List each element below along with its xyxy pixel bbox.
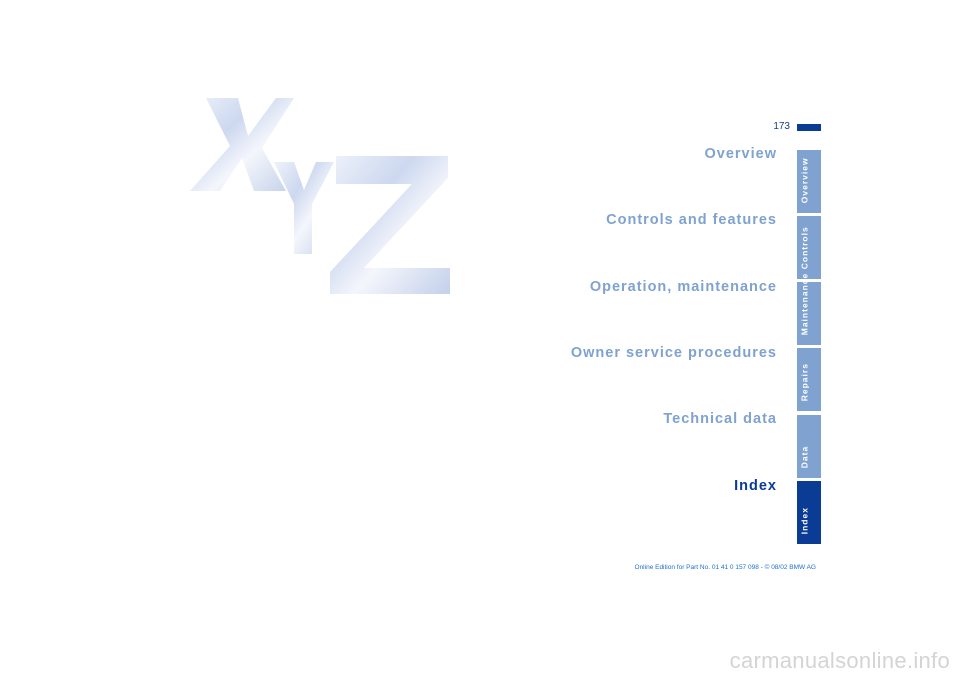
tab-maintenance-label: Maintenance [799, 272, 810, 335]
letter-x-shape [190, 98, 294, 191]
watermark-text: carmanualsonline.info [729, 648, 950, 673]
letter-z-shape [330, 156, 450, 294]
tab-data-label: Data [799, 445, 810, 468]
tab-controls[interactable]: Controls [797, 216, 821, 279]
section-link-maintenance[interactable]: Operation, maintenance [589, 279, 777, 295]
tab-overview[interactable]: Overview [797, 150, 821, 213]
xyz-letters-graphic [190, 98, 450, 294]
tab-repairs-label: Repairs [799, 362, 810, 401]
tab-index-label: Index [799, 506, 810, 534]
section-link-technical-data[interactable]: Technical data [663, 411, 777, 427]
page-number: 173 [773, 121, 790, 132]
edition-footer: Online Edition for Part No. 01 41 0 157 … [634, 564, 816, 571]
letter-y-shape [274, 162, 334, 254]
section-link-index[interactable]: Index [734, 478, 777, 494]
section-link-overview[interactable]: Overview [704, 146, 777, 162]
tab-maintenance[interactable]: Maintenance [797, 272, 821, 345]
tab-data[interactable]: Data [797, 415, 821, 478]
section-link-service[interactable]: Owner service procedures [570, 345, 777, 361]
tab-overview-label: Overview [799, 156, 810, 203]
page-number-bar [797, 124, 821, 131]
tab-index[interactable]: Index [797, 481, 821, 544]
tab-repairs[interactable]: Repairs [797, 348, 821, 411]
section-link-controls[interactable]: Controls and features [606, 212, 777, 228]
tab-controls-label: Controls [799, 225, 810, 269]
